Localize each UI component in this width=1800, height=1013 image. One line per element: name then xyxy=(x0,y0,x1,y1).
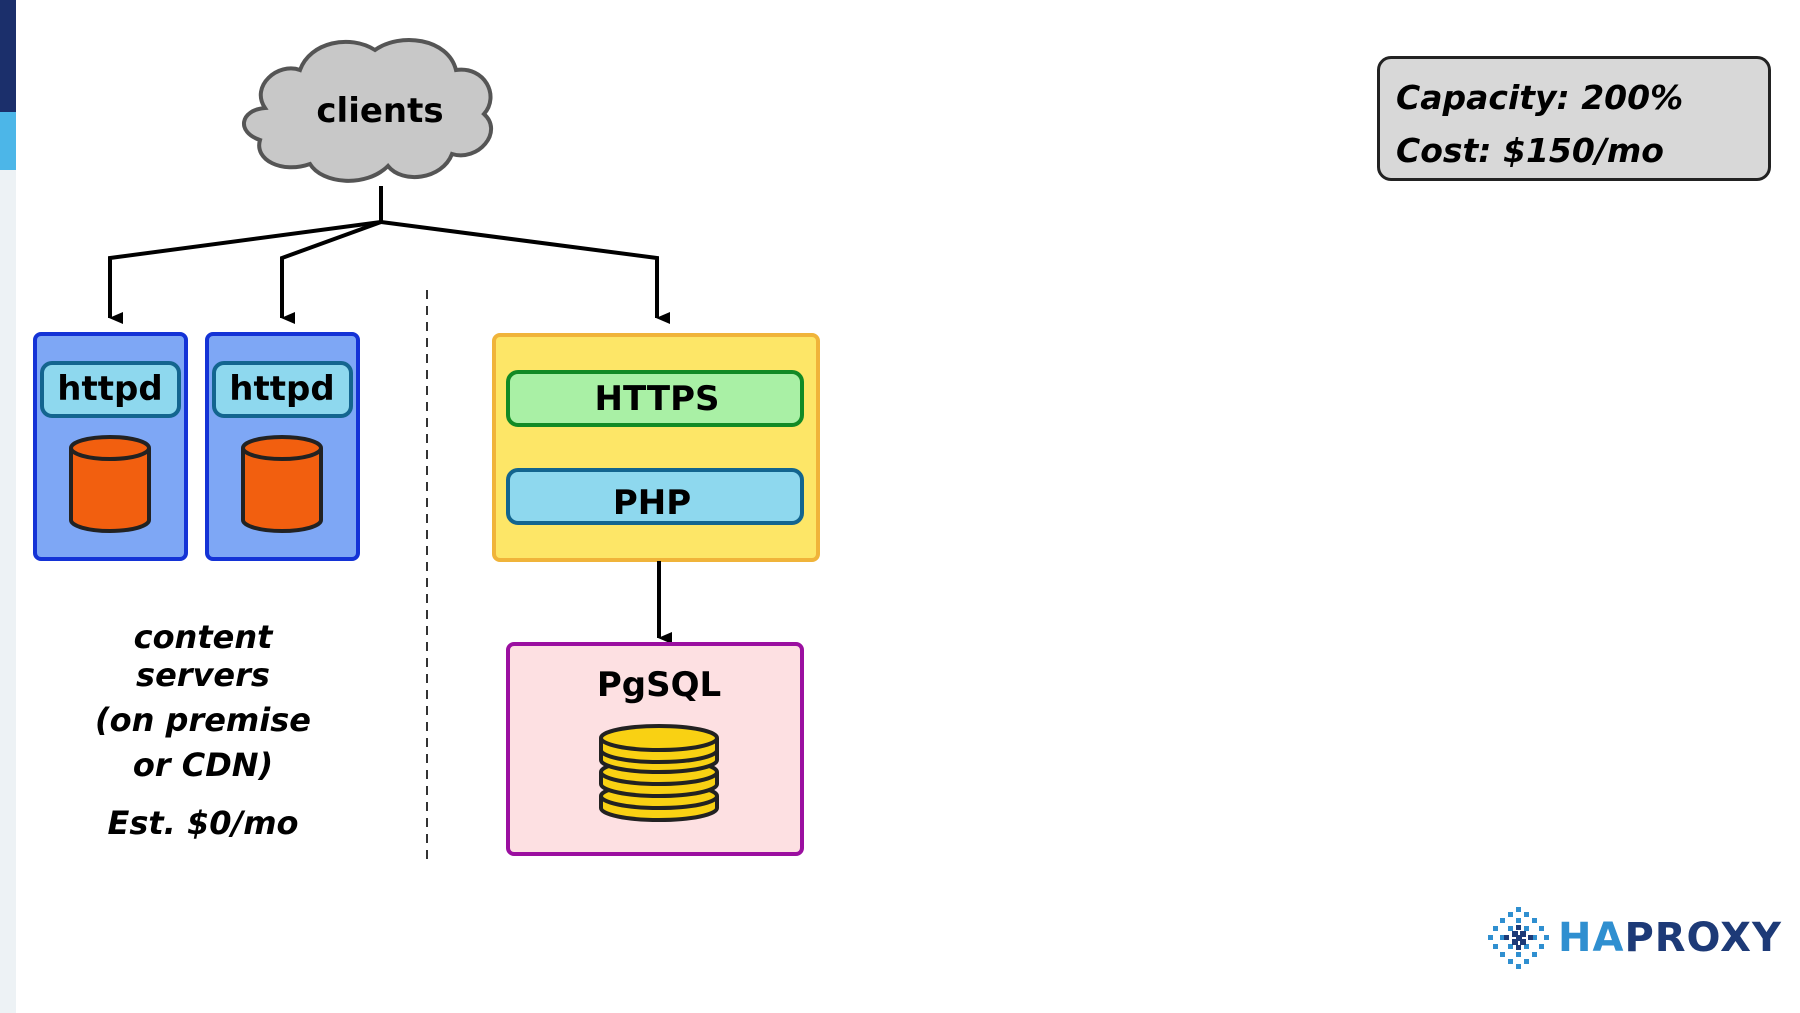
haproxy-logo: HAPROXY xyxy=(1486,905,1781,975)
https-label: HTTPS xyxy=(594,379,719,419)
content-server-2: httpd xyxy=(205,332,360,561)
app-server-box xyxy=(492,333,820,562)
haproxy-logo-mark-icon xyxy=(1488,907,1549,969)
content-servers-note: content servers (on premise or CDN) Est.… xyxy=(95,618,311,842)
database-server: PgSQL xyxy=(506,642,804,856)
php-label: PHP xyxy=(613,483,691,523)
https-layer xyxy=(506,370,804,427)
client-connectors xyxy=(108,186,670,324)
arrow-to-httpd-1 xyxy=(108,220,382,324)
content-cost-label: Est. $0/mo xyxy=(107,804,298,842)
note-line-3: (on premise xyxy=(95,701,311,739)
database-label: PgSQL xyxy=(597,665,721,705)
clients-cloud: clients xyxy=(242,37,493,183)
httpd-label: httpd xyxy=(57,369,162,409)
storage-cylinder-icon xyxy=(69,435,151,533)
left-accent-strip xyxy=(0,0,16,1013)
httpd-label: httpd xyxy=(229,369,334,409)
note-line-1: content xyxy=(134,618,275,656)
wordmark-proxy: PROXY xyxy=(1624,915,1782,961)
cost-label: Cost: $150/mo xyxy=(1396,131,1664,170)
note-line-4: or CDN) xyxy=(133,746,273,784)
note-line-2: servers xyxy=(136,656,270,694)
database-disks-icon xyxy=(599,724,719,822)
content-server-1: httpd xyxy=(33,332,188,561)
arrow-to-app-server xyxy=(380,220,670,324)
haproxy-wordmark: HAPROXY xyxy=(1558,915,1782,961)
storage-cylinder-icon xyxy=(241,435,323,533)
httpd-badge xyxy=(40,361,181,418)
capacity-label: Capacity: 200% xyxy=(1396,78,1684,117)
httpd-badge xyxy=(212,361,353,418)
arrow-to-httpd-2 xyxy=(280,220,382,324)
accent-cyan-block xyxy=(0,112,16,170)
capacity-cost-box: Capacity: 200% Cost: $150/mo xyxy=(1377,56,1771,181)
app-server: HTTPS PHP xyxy=(492,333,820,562)
clients-label: clients xyxy=(316,91,443,131)
accent-navy-block xyxy=(0,0,16,112)
wordmark-ha: HA xyxy=(1558,915,1625,961)
php-layer xyxy=(506,468,804,525)
